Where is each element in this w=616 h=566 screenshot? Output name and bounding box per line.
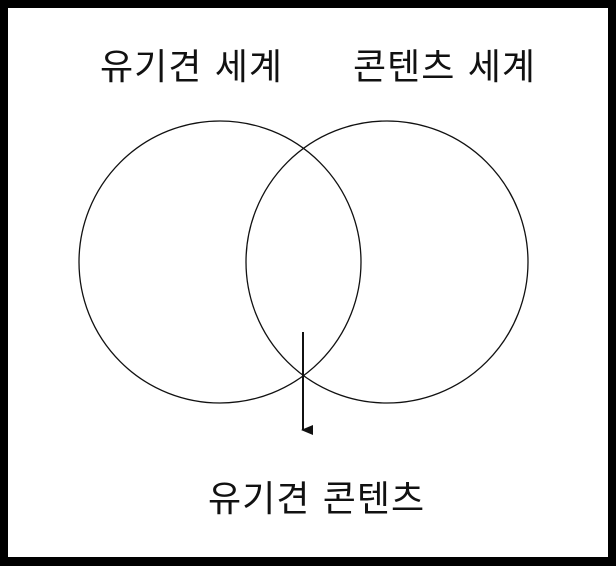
right-circle — [245, 120, 529, 404]
left-circle-label: 유기견 세계 — [100, 47, 284, 88]
left-circle — [78, 120, 362, 404]
right-circle-label: 콘텐츠 세계 — [353, 47, 537, 88]
venn-diagram — [78, 120, 529, 435]
intersection-label: 유기견 콘텐츠 — [208, 479, 426, 520]
diagram-canvas: 유기견 세계 콘텐츠 세계 유기견 콘텐츠 — [8, 8, 608, 557]
